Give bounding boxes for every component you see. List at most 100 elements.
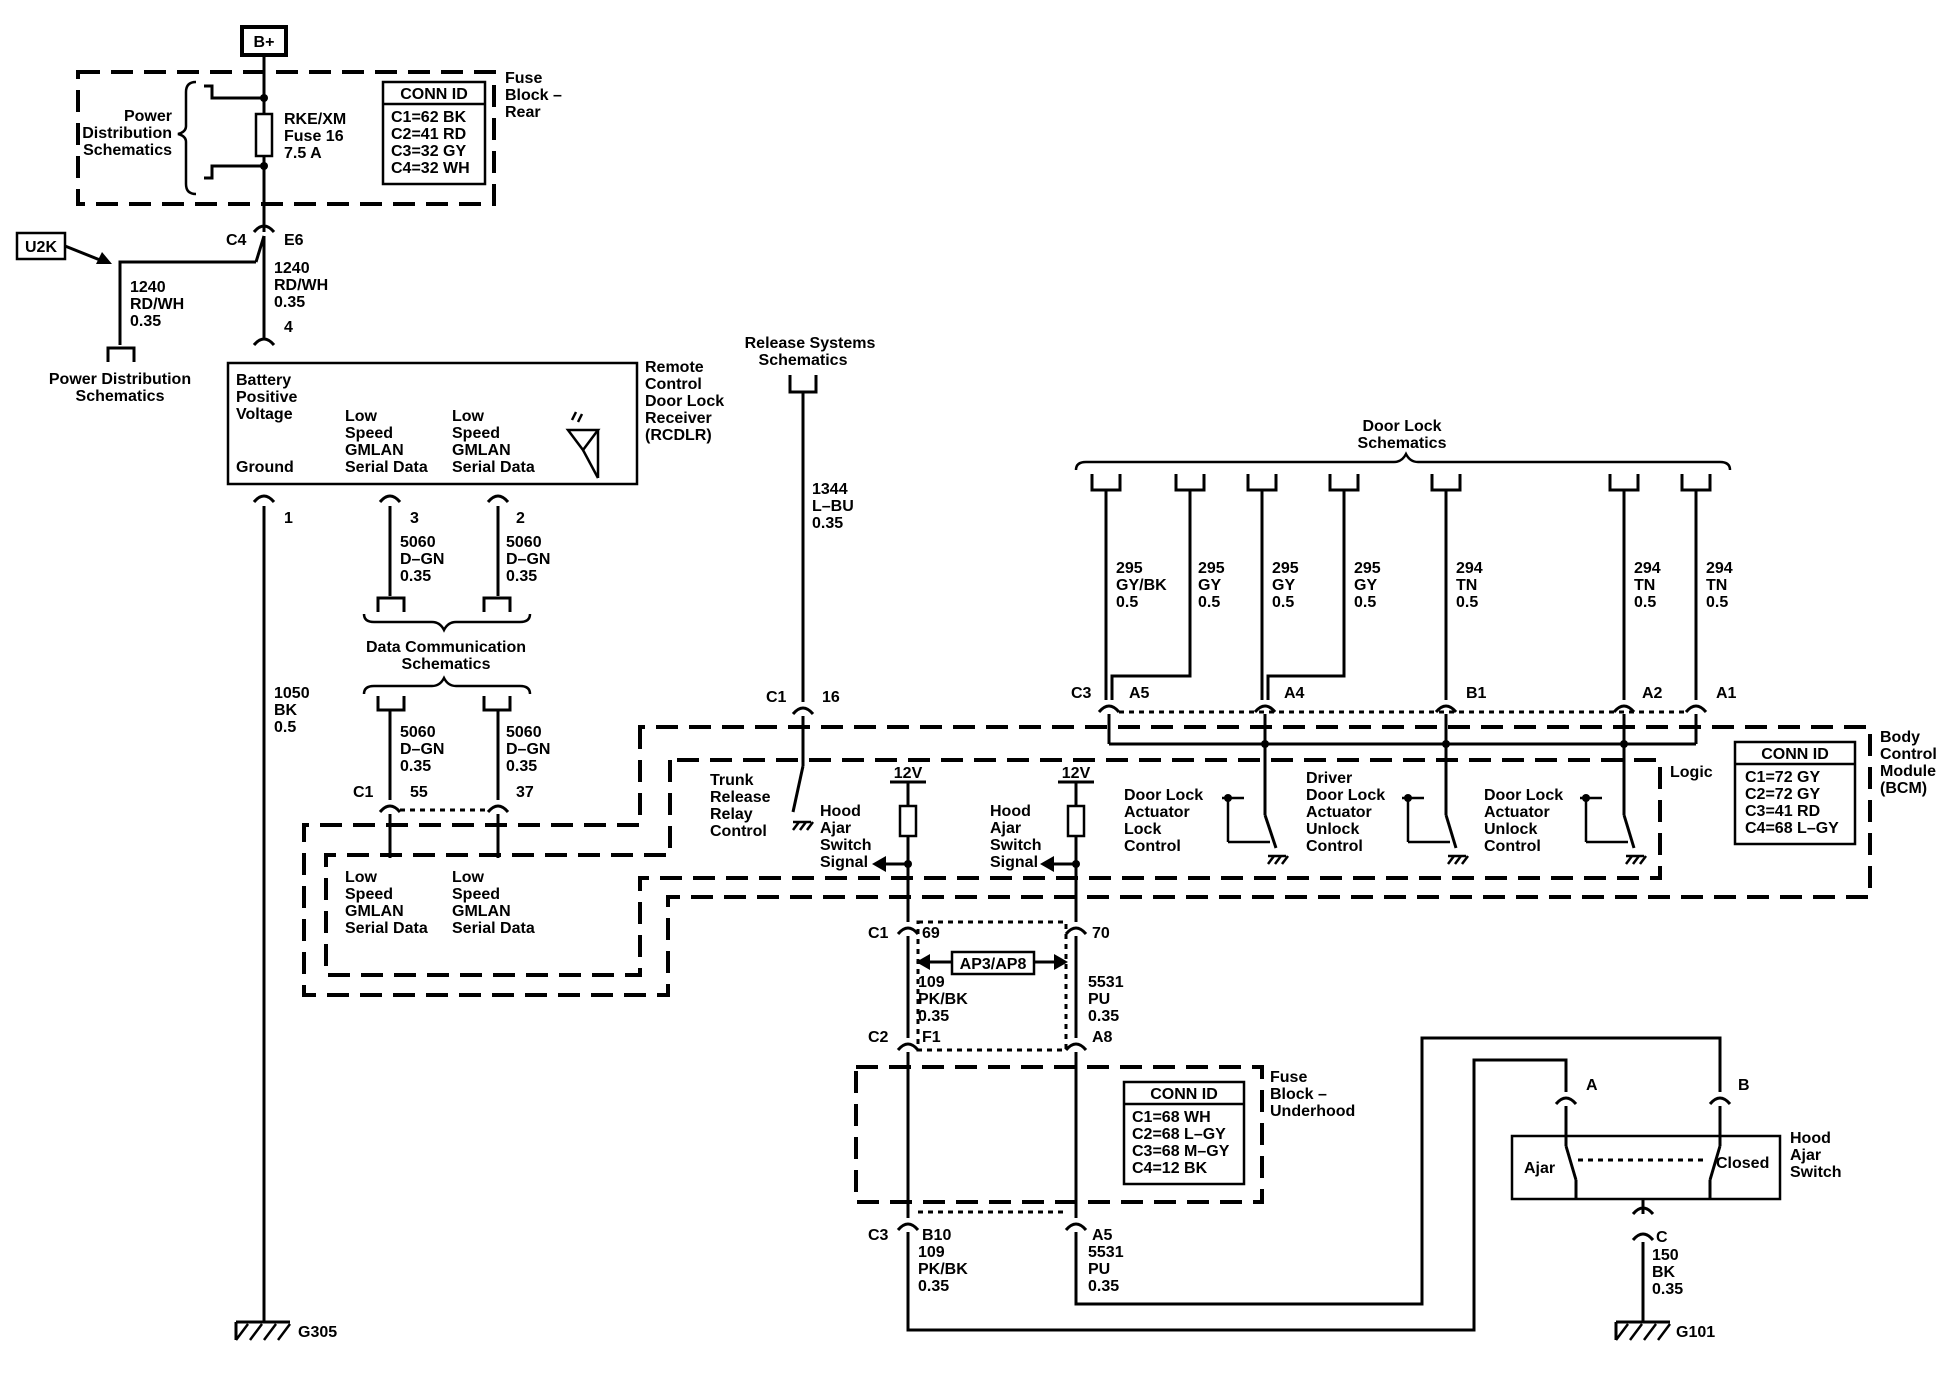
release-systems-connector-icon xyxy=(788,375,818,394)
wire-door-5-2: TN xyxy=(1634,577,1655,594)
bcm-label-3: Module xyxy=(1880,763,1936,780)
data-comm-bottom-connector-b xyxy=(482,696,512,712)
trunk-release-3: Relay xyxy=(710,806,753,823)
dl-unlock-2: Actuator xyxy=(1484,804,1550,821)
underhood-label-2: Block – xyxy=(1270,1086,1327,1103)
bcm-gmlan2-3: GMLAN xyxy=(452,903,511,920)
wire-5531-top-2: PU xyxy=(1088,991,1110,1008)
bcm-c1-16-c: C1 xyxy=(766,689,787,706)
dl-lock-4: Control xyxy=(1124,838,1181,855)
logic-label: Logic xyxy=(1670,764,1713,781)
wire-door-4-2: TN xyxy=(1456,577,1477,594)
wire-door-2-1: 295 xyxy=(1272,560,1299,577)
hood-switch-label-3: Switch xyxy=(1790,1164,1842,1181)
c3-pin-b10: B10 xyxy=(922,1227,951,1244)
rcdlr-batt-3: Voltage xyxy=(236,406,293,423)
ap3-ap8-badge: AP3/AP8 xyxy=(916,950,1068,976)
bcm-gmlan2-2: Speed xyxy=(452,886,500,903)
data-comm-label-2: Schematics xyxy=(402,656,491,673)
bcm-c1-37-connector-icon xyxy=(486,804,510,814)
rcdlr-gmlan1-1: Low xyxy=(345,408,378,425)
conn-id-rear: CONN ID C1=62 BK C2=41 RD C3=32 GY C4=32… xyxy=(381,80,487,186)
rcdlr-batt-1: Battery xyxy=(236,372,291,389)
c4-e6-connector-icon xyxy=(252,224,276,234)
c3-label: C3 xyxy=(868,1227,889,1244)
bcm-c3-a2-connector-icon xyxy=(1612,704,1636,714)
door-lock-schem-2: Schematics xyxy=(1358,435,1447,452)
wire-150-3: 0.35 xyxy=(1652,1281,1683,1298)
rcdlr-ground: Ground xyxy=(236,459,294,476)
u2k-label: U2K xyxy=(25,239,57,256)
hood-switch-closed: Closed xyxy=(1716,1155,1769,1172)
wire-5060-d-3: 0.35 xyxy=(506,758,537,775)
dl-driver-1: Driver xyxy=(1306,770,1352,787)
c2-pin-a8: A8 xyxy=(1092,1029,1113,1046)
bcm-c1-69-connector-icon xyxy=(896,926,920,936)
wire-5060-b-2: D–GN xyxy=(506,551,550,568)
wire-1240-r-1: 1240 xyxy=(274,260,310,277)
wire-door-5-3: 0.5 xyxy=(1634,594,1656,611)
bcm-c3-a4-connector-icon xyxy=(1253,704,1277,714)
hood-ajar-2-3: Switch xyxy=(990,837,1042,854)
rcdlr-label-2: Control xyxy=(645,376,702,393)
wire-5060-c-2: D–GN xyxy=(400,741,444,758)
c2-pin-f1: F1 xyxy=(922,1029,941,1046)
v12-1: 12V xyxy=(894,765,923,782)
wire-door-0-1: 295 xyxy=(1116,560,1143,577)
pullup-resistor-1-icon xyxy=(898,804,918,838)
wire-5531-top-1: 5531 xyxy=(1088,974,1124,991)
wire-door-2-3: 0.5 xyxy=(1272,594,1294,611)
conn-id-bcm-c3: C3=41 RD xyxy=(1745,803,1820,820)
rcdlr-pin3-connector-icon xyxy=(378,494,402,504)
trunk-release-4: Control xyxy=(710,823,767,840)
underhood-label-1: Fuse xyxy=(1270,1069,1307,1086)
rcdlr-label-1: Remote xyxy=(645,359,704,376)
power-dist-connector-icon xyxy=(106,346,136,362)
wire-150-2: BK xyxy=(1652,1264,1676,1281)
rcdlr-gmlan1-2: Speed xyxy=(345,425,393,442)
dl-driver-4: Unlock xyxy=(1306,821,1359,838)
fuse-16-icon xyxy=(254,112,274,158)
bplus-label: B+ xyxy=(254,34,275,51)
bcm-c1-pin-70: 70 xyxy=(1092,925,1110,942)
dl-lock-3: Lock xyxy=(1124,821,1161,838)
bcm-c1-16-connector-icon xyxy=(791,706,815,716)
hood-ajar-1-3: Switch xyxy=(820,837,872,854)
bcm-c1-16-p: 16 xyxy=(822,689,840,706)
bcm-c1-pin-69: 69 xyxy=(922,925,940,942)
dl-driver-2: Door Lock xyxy=(1306,787,1385,804)
hood-switch-pin-a-icon xyxy=(1554,1096,1578,1106)
wire-door-3-2: GY xyxy=(1354,577,1377,594)
release-systems-1: Release Systems xyxy=(745,335,876,352)
wire-5060-a-3: 0.35 xyxy=(400,568,431,585)
bcm-c1-70-connector-icon xyxy=(1064,926,1088,936)
wire-1240-l-1: 1240 xyxy=(130,279,166,296)
bcm-c3-a5: A5 xyxy=(1129,685,1150,702)
fuse-label-3: 7.5 A xyxy=(284,145,322,162)
c3-b10-connector-icon xyxy=(896,1222,920,1232)
conn-id-bcm-c2: C2=72 GY xyxy=(1745,786,1820,803)
c2-a8-connector-icon xyxy=(1064,1042,1088,1052)
bcm-gmlan1-4: Serial Data xyxy=(345,920,428,937)
data-comm-top-connector-b xyxy=(482,596,512,612)
hood-switch-pin-b: B xyxy=(1738,1077,1750,1094)
bcm-logic-boundary xyxy=(324,758,1662,977)
data-comm-bottom-connector-a xyxy=(376,696,406,712)
bcm-c3-a1: A1 xyxy=(1716,685,1737,702)
trunk-release-1: Trunk xyxy=(710,772,754,789)
wire-5060-a-2: D–GN xyxy=(400,551,444,568)
power-dist-label-1: Power xyxy=(124,108,172,125)
wire-109-top-3: 0.35 xyxy=(918,1008,949,1025)
wire-5060-c-3: 0.35 xyxy=(400,758,431,775)
conn-id-underhood-title: CONN ID xyxy=(1150,1086,1218,1103)
wire-door-1-1: 295 xyxy=(1198,560,1225,577)
rcdlr-gmlan2-4: Serial Data xyxy=(452,459,535,476)
bcm-c3-b1: B1 xyxy=(1466,685,1487,702)
bcm-c1-bottom-c: C1 xyxy=(868,925,889,942)
hood-switch-pin-c: C xyxy=(1656,1229,1668,1246)
hood-ajar-1-1: Hood xyxy=(820,803,861,820)
wire-1050-3: 0.5 xyxy=(274,719,296,736)
bcm-c1-left-c: C1 xyxy=(353,784,374,801)
rcdlr-label-4: Receiver xyxy=(645,410,712,427)
